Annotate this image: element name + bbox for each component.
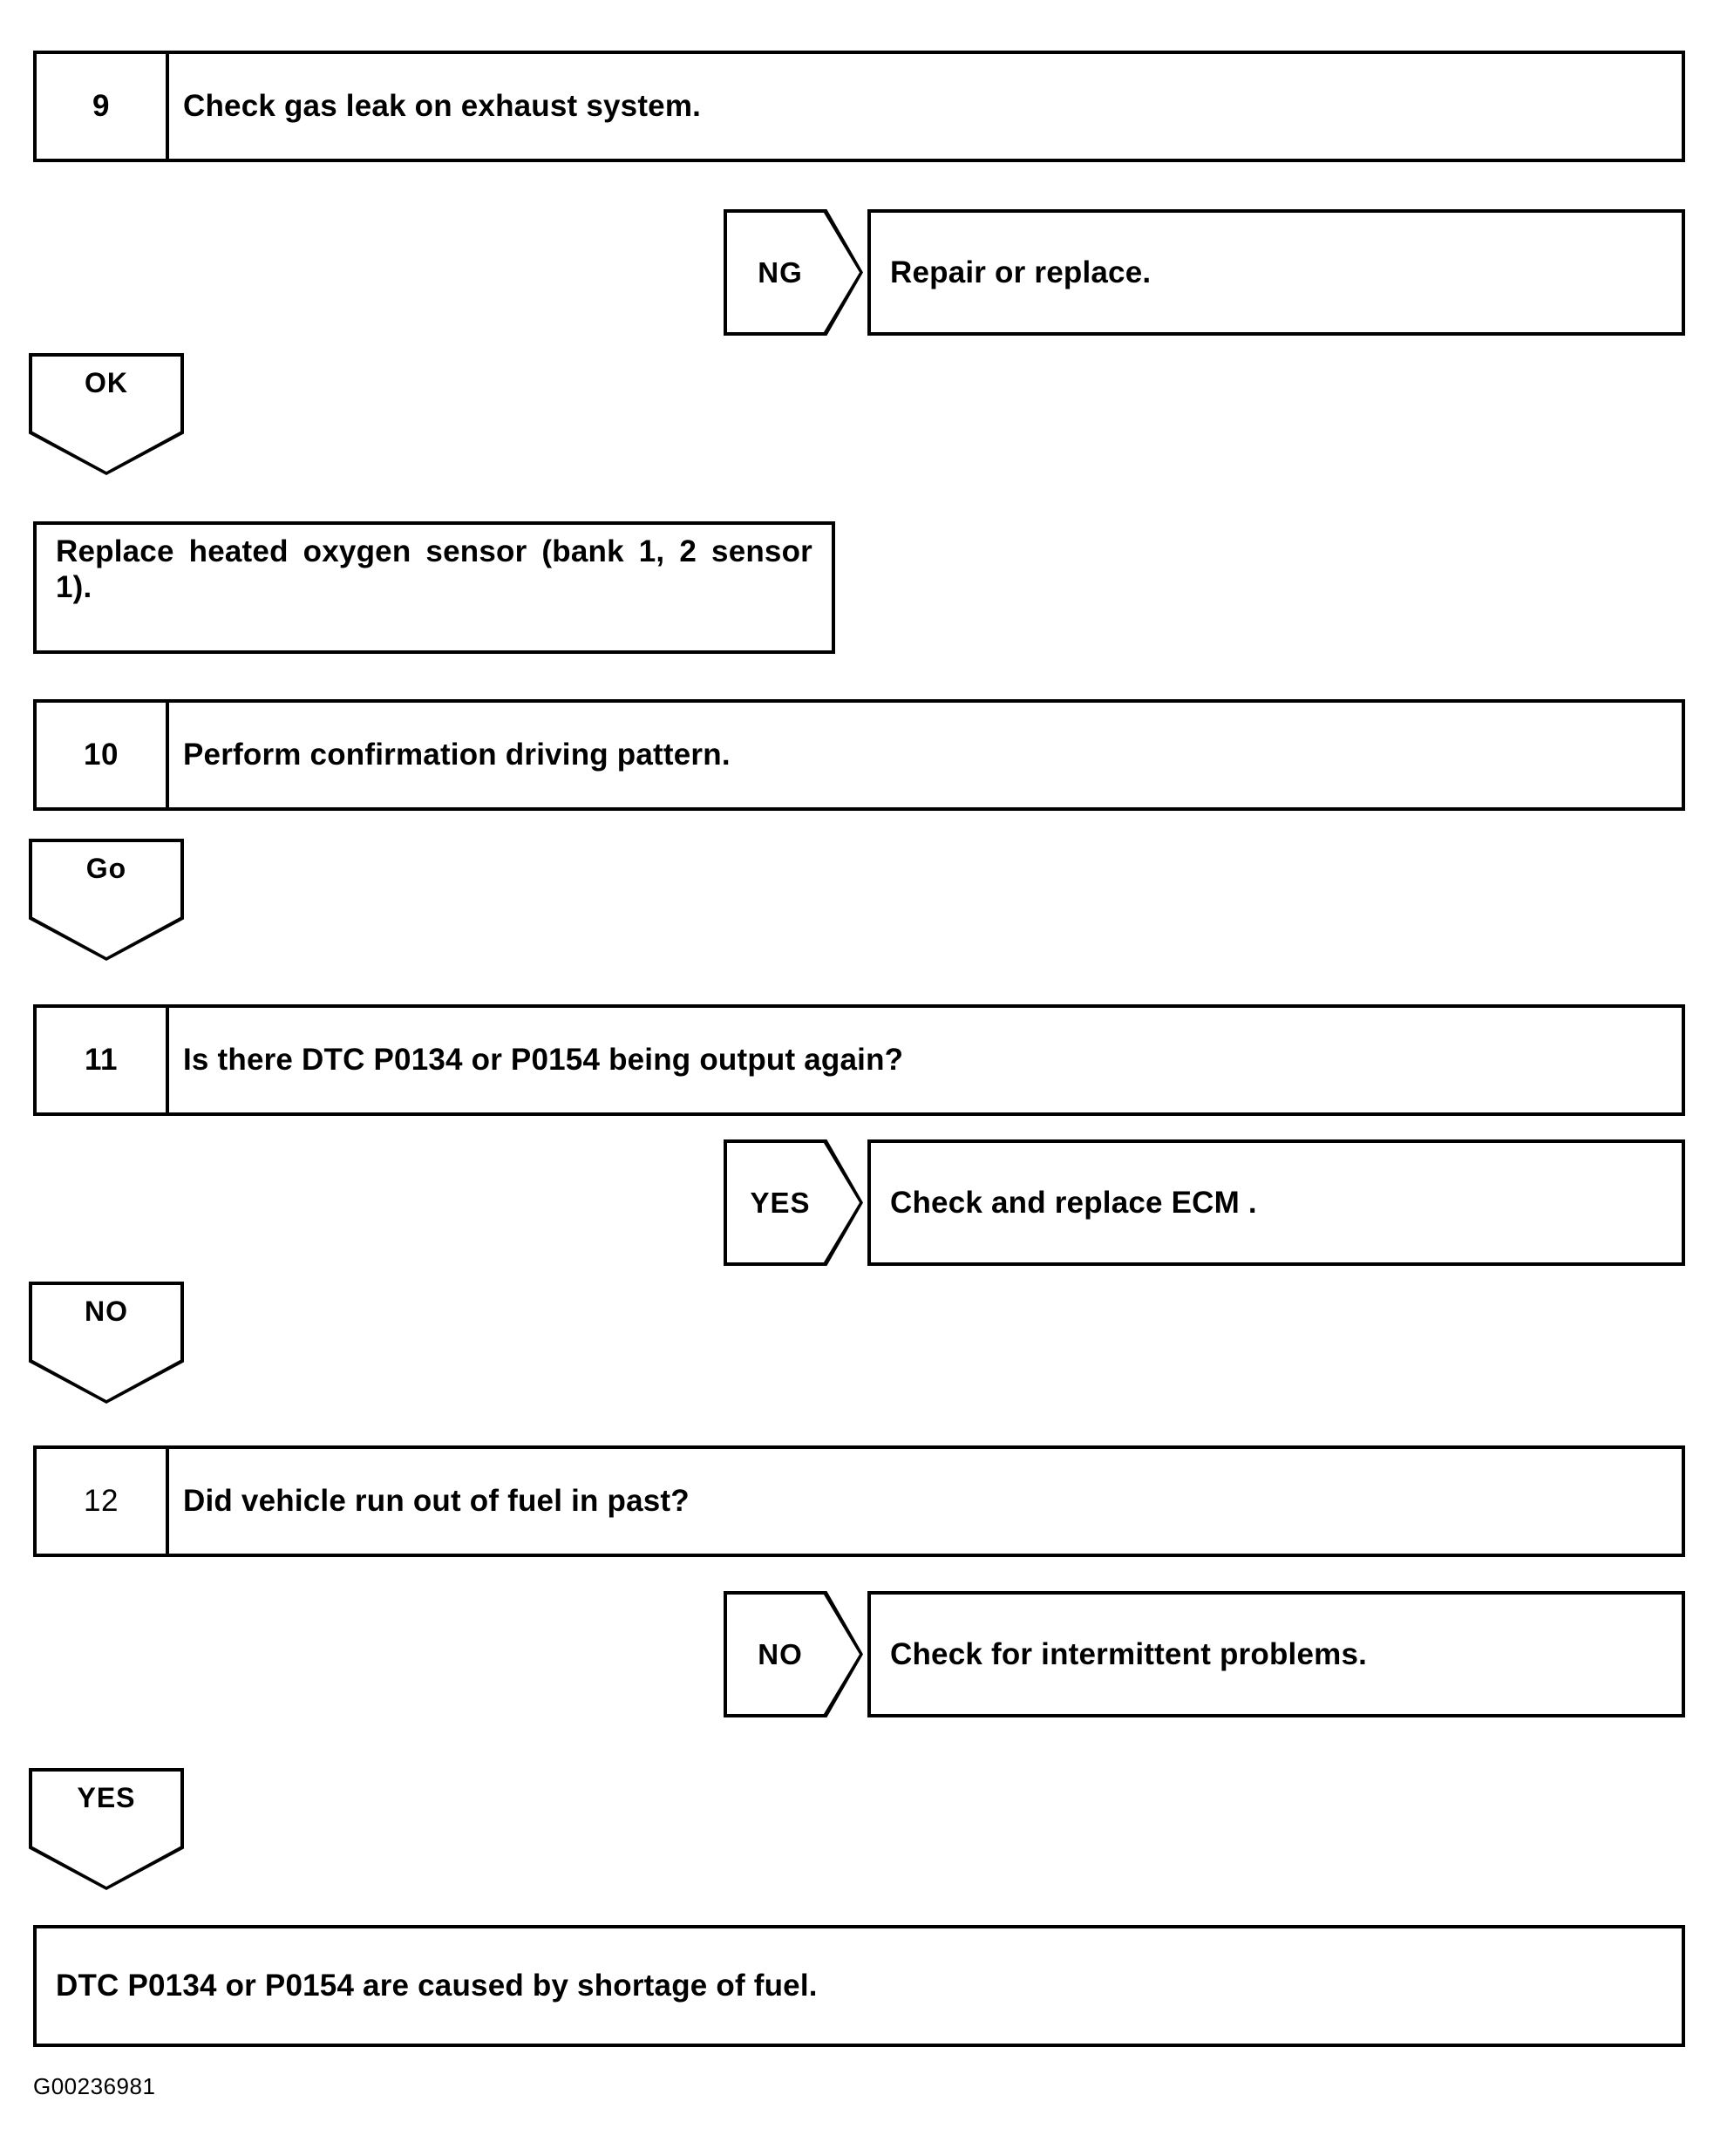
branch-label-go-step10: Go — [85, 853, 127, 884]
action-text-fuel-shortage-conclusion: DTC P0134 or P0154 are caused by shortag… — [56, 1969, 818, 2003]
step-row-11: 11 Is there DTC P0134 or P0154 being out… — [33, 1004, 1685, 1116]
step-text-11: Is there DTC P0134 or P0154 being output… — [183, 1043, 904, 1077]
step-number-9: 9 — [37, 54, 169, 159]
branch-label-no-step11: NO — [85, 1296, 128, 1327]
branch-label-no-step12: NO — [758, 1637, 803, 1670]
branch-arrow-yes-step11: YES — [724, 1139, 863, 1266]
result-box-check-intermittent: Check for intermittent problems. — [867, 1591, 1685, 1717]
step-row-12: 12 Did vehicle run out of fuel in past? — [33, 1445, 1685, 1557]
branch-arrow-no-step11: NO — [29, 1282, 184, 1404]
result-text-check-replace-ecm: Check and replace ECM . — [890, 1185, 1257, 1220]
branch-label-yes-step11: YES — [750, 1186, 811, 1219]
branch-arrow-ok-step9: OK — [29, 353, 184, 475]
branch-label-ng-step9: NG — [758, 255, 803, 289]
result-text-check-intermittent: Check for intermittent problems. — [890, 1636, 1368, 1671]
result-box-check-replace-ecm: Check and replace ECM . — [867, 1139, 1685, 1266]
branch-arrow-go-step10: Go — [29, 839, 184, 961]
step-text-12: Did vehicle run out of fuel in past? — [183, 1484, 690, 1518]
result-text-repair-or-replace: Repair or replace. — [890, 255, 1152, 289]
figure-id-footer: G00236981 — [33, 2073, 156, 2099]
step-number-11: 11 — [37, 1008, 169, 1112]
step-number-12: 12 — [37, 1449, 169, 1554]
branch-arrow-yes-step12: YES — [29, 1768, 184, 1890]
step-row-9: 9 Check gas leak on exhaust system. — [33, 51, 1685, 162]
step-row-10: 10 Perform confirmation driving pattern. — [33, 699, 1685, 811]
step-text-10: Perform confirmation driving pattern. — [183, 738, 731, 772]
branch-arrow-no-step12: NO — [724, 1591, 863, 1717]
branch-label-yes-step12: YES — [77, 1782, 136, 1813]
result-box-repair-or-replace: Repair or replace. — [867, 209, 1685, 336]
step-text-9: Check gas leak on exhaust system. — [183, 89, 702, 123]
step-number-10: 10 — [37, 703, 169, 807]
action-box-fuel-shortage-conclusion: DTC P0134 or P0154 are caused by shortag… — [33, 1925, 1685, 2047]
action-text-replace-sensor: Replace heated oxygen sensor (bank 1, 2 … — [56, 534, 812, 605]
action-box-replace-sensor: Replace heated oxygen sensor (bank 1, 2 … — [33, 521, 835, 654]
branch-label-ok-step9: OK — [85, 367, 128, 398]
branch-arrow-ng-step9: NG — [724, 209, 863, 336]
